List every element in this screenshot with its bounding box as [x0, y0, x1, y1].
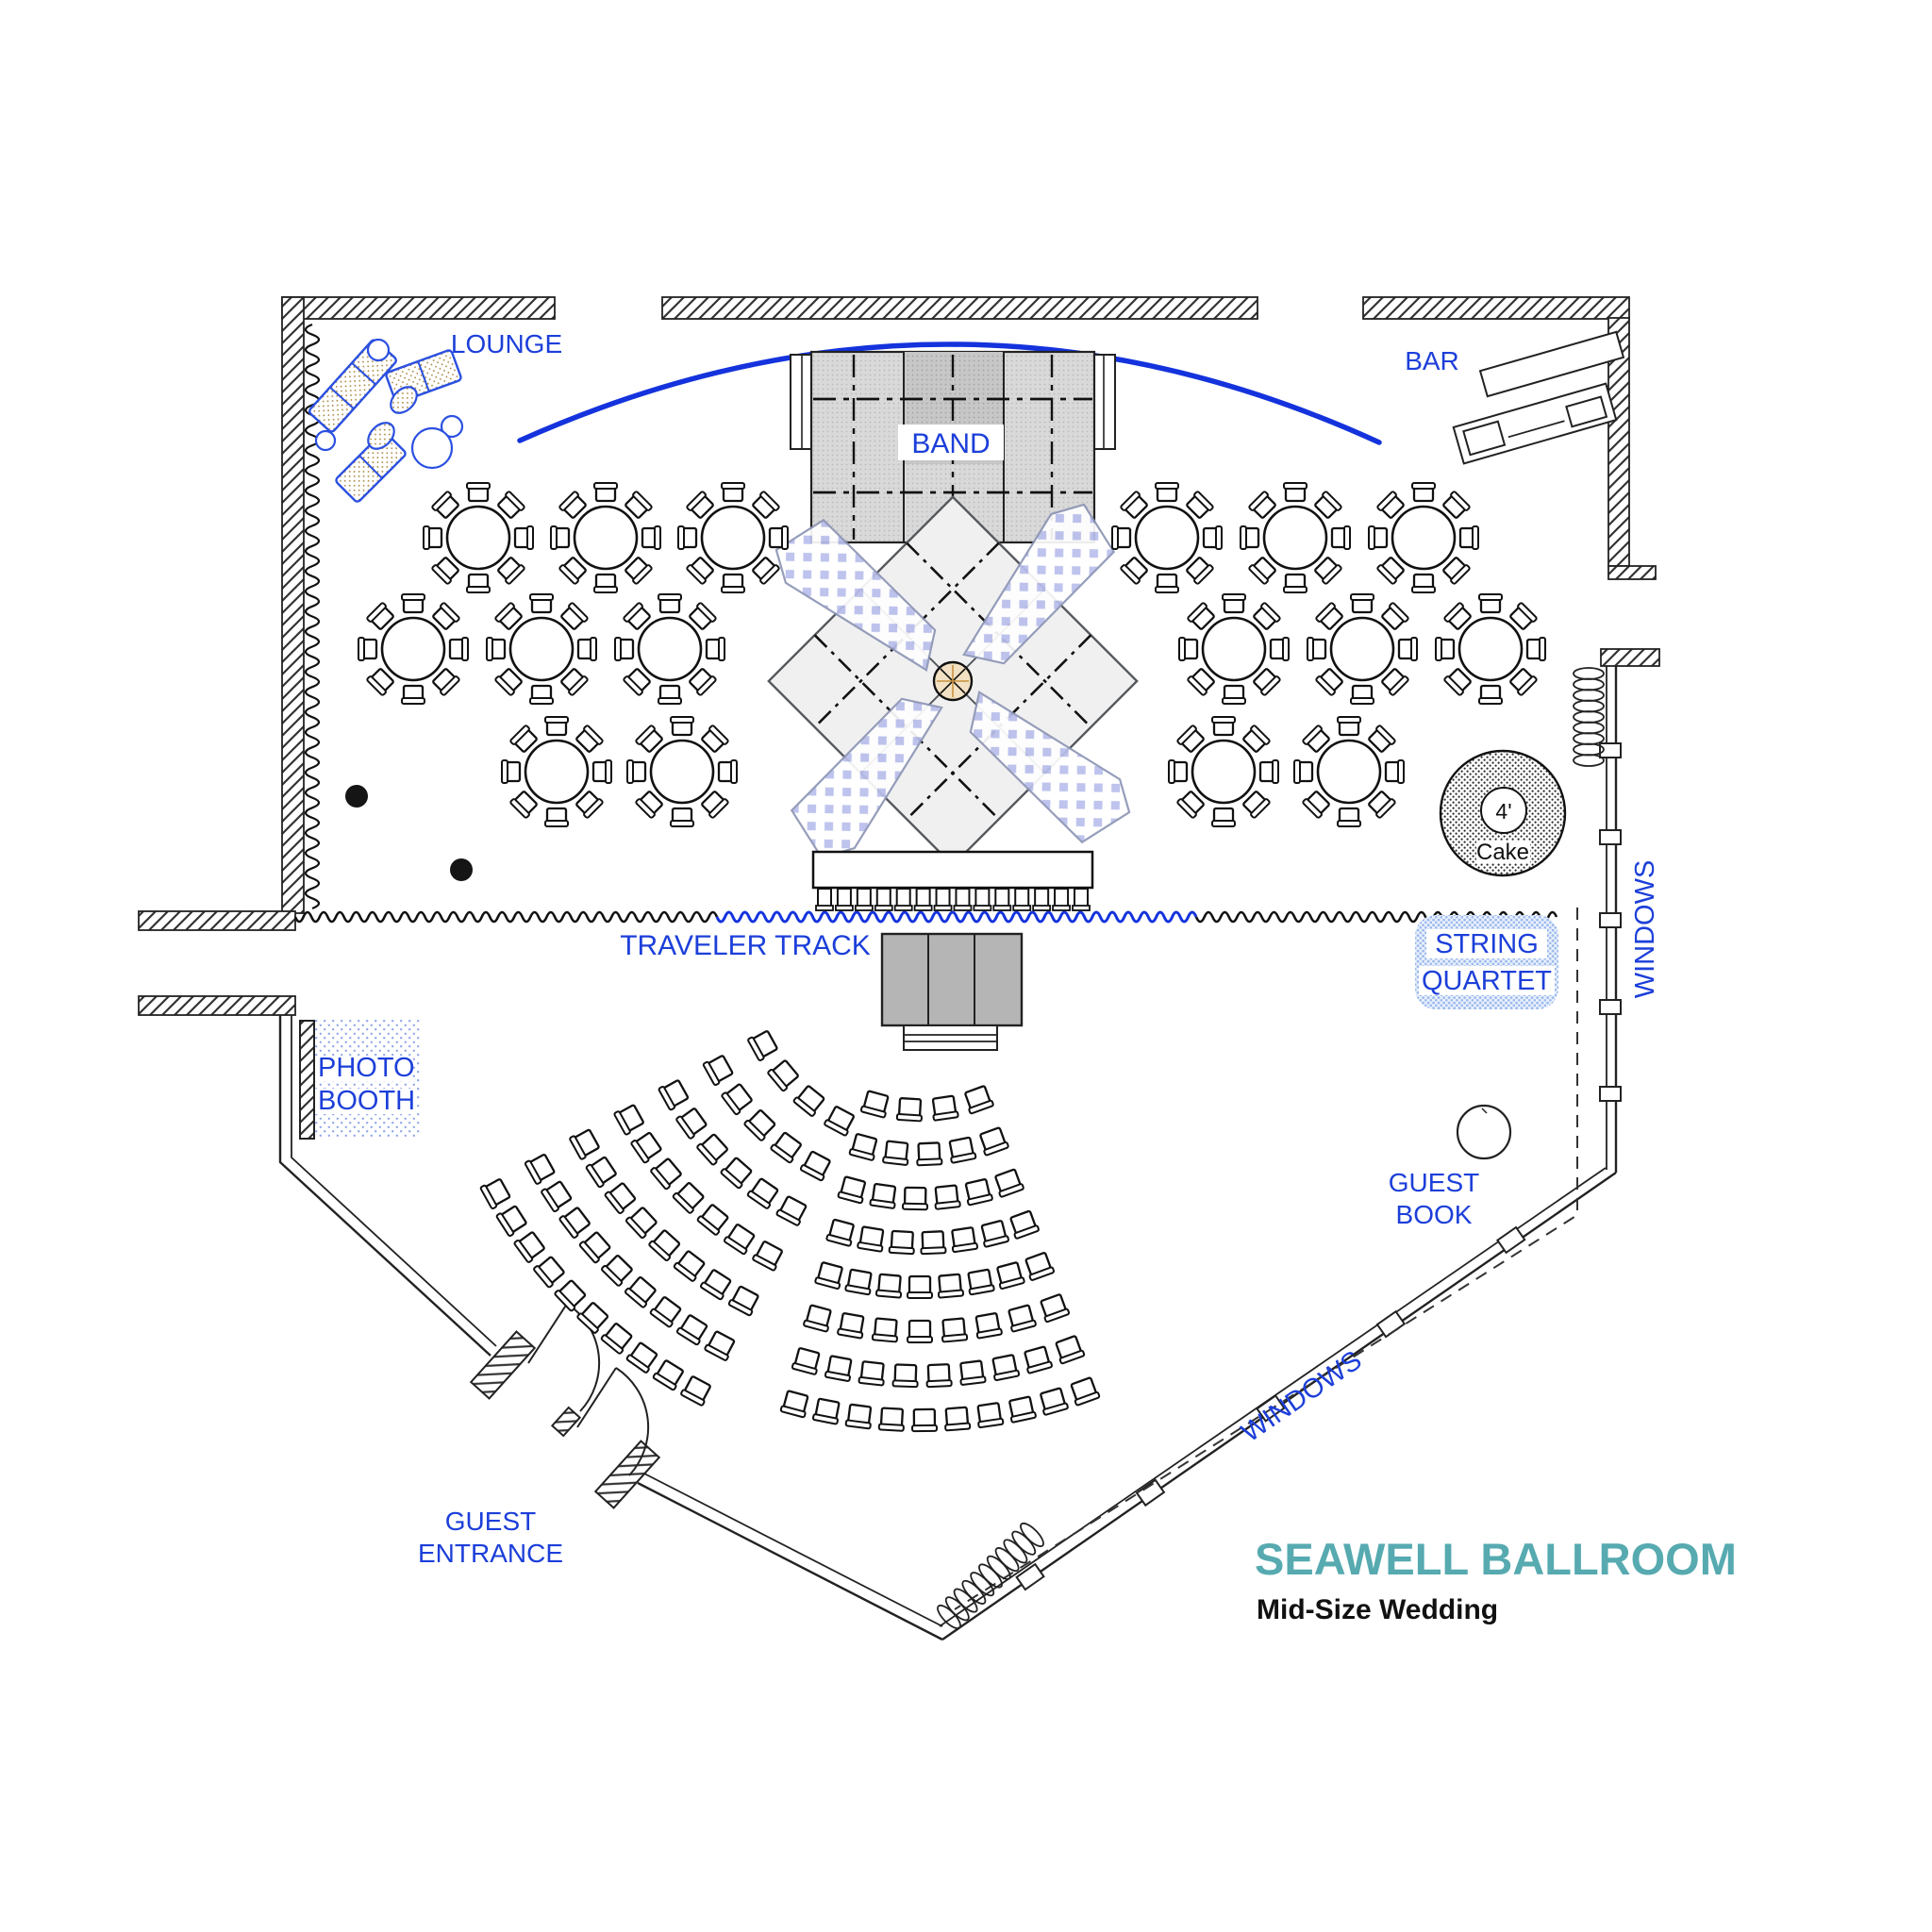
round-table: [1435, 593, 1546, 705]
string-quartet-label-line2: QUARTET: [1422, 966, 1552, 996]
walls: [138, 296, 1660, 1641]
ceremony-seating: [479, 1030, 1101, 1433]
guest-book-label-line1: GUEST: [1389, 1168, 1479, 1197]
string-label-plate: [1426, 929, 1547, 958]
round-table: [614, 593, 725, 705]
head-table: [811, 850, 1094, 911]
guest-entrance-label-line2: ENTRANCE: [418, 1539, 563, 1568]
round-table: [358, 593, 469, 705]
round-table: [1368, 482, 1479, 593]
round-table: [1178, 593, 1290, 705]
band-label-plate: [898, 425, 1004, 460]
traveler-track-label: TRAVELER TRACK: [620, 930, 871, 961]
lounge-label: LOUNGE: [451, 329, 562, 358]
bar-counters: [1452, 330, 1625, 465]
dance-floor: [767, 495, 1139, 867]
bar-label: BAR: [1405, 346, 1459, 375]
round-table: [677, 482, 789, 593]
round-table: [486, 593, 597, 705]
round-table: [1168, 716, 1279, 827]
booth-label-plate: [315, 1089, 415, 1114]
guest-book-table: [1456, 1104, 1512, 1160]
round-table: [1307, 593, 1418, 705]
wall-drapes: [304, 323, 1605, 1630]
round-table: [550, 482, 661, 593]
cake-label-plate: [1476, 841, 1530, 863]
lounge-furniture: [308, 338, 464, 503]
cake-size-label: 4': [1495, 799, 1511, 824]
photo-label-plate: [315, 1056, 412, 1081]
string-quartet-label-line1: STRING: [1435, 929, 1539, 959]
round-table: [423, 482, 534, 593]
cake-label: Cake: [1476, 840, 1529, 865]
guest-book-label-line2: BOOK: [1396, 1200, 1473, 1229]
guest-entrance-label-line1: GUEST: [445, 1507, 536, 1536]
round-table: [626, 716, 738, 827]
round-table: [1240, 482, 1351, 593]
round-table: [1293, 716, 1405, 827]
photo-booth-label-line2: BOOTH: [318, 1086, 415, 1116]
cake-table: [1439, 749, 1567, 877]
windows-right-label: WINDOWS: [1630, 860, 1660, 999]
page-subtitle: Mid-Size Wedding: [1257, 1594, 1498, 1625]
band-label: BAND: [911, 428, 990, 459]
photo-booth-label-line1: PHOTO: [318, 1053, 415, 1083]
round-table: [1111, 482, 1223, 593]
round-table: [501, 716, 612, 827]
quartet-label-plate: [1419, 966, 1555, 995]
misc-symbols: [345, 785, 473, 881]
altar-platform: [880, 932, 1024, 1051]
guest-tables: [358, 482, 1546, 827]
page-title: SEAWELL BALLROOM: [1255, 1534, 1737, 1584]
stage-drape-arc: [517, 341, 1382, 445]
